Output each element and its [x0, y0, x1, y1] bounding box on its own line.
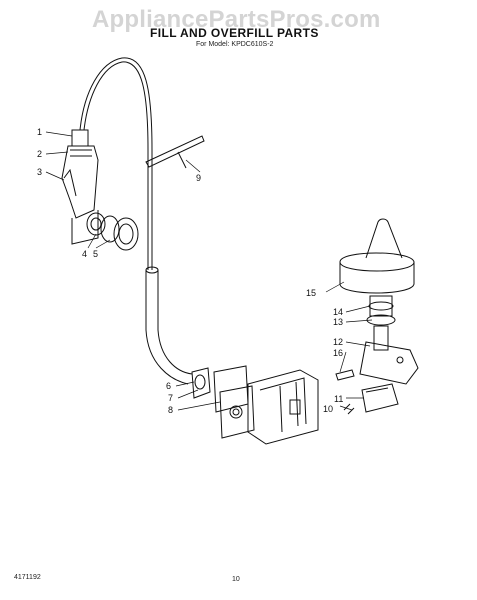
- overfill-tube-inner: [83, 61, 149, 270]
- callout-6: 6: [166, 381, 171, 391]
- overfill-switch: [343, 383, 399, 415]
- fill-hose: [145, 266, 193, 385]
- callout-labels: 1 2 3 4 5 6 7 8 9 10 11 12 13 14 15 16: [37, 127, 343, 415]
- callout-1: 1: [37, 127, 42, 137]
- fill-valve-assembly: [191, 365, 319, 445]
- watermark: AppliancePartsPros.com: [92, 6, 381, 33]
- overfill-tube: [79, 57, 153, 270]
- callout-9: 9: [196, 173, 201, 183]
- callout-16: 16: [333, 348, 343, 358]
- callout-2: 2: [37, 149, 42, 159]
- callout-10: 10: [323, 404, 333, 414]
- float-stem-nut: [366, 295, 396, 351]
- callout-8: 8: [168, 405, 173, 415]
- callout-3: 3: [37, 167, 42, 177]
- vent-fill-funnel: [61, 129, 99, 245]
- callout-11: 11: [334, 394, 343, 404]
- callout-5: 5: [93, 249, 98, 259]
- model-subtitle: For Model: KPDC610S-2: [196, 41, 274, 48]
- gasket-and-nut: [86, 212, 139, 251]
- callout-12: 12: [333, 337, 343, 347]
- callout-4: 4: [82, 249, 87, 259]
- callout-14: 14: [333, 307, 343, 317]
- document-number: 4171192: [14, 574, 41, 581]
- float-switch-bracket: [335, 341, 419, 385]
- page-number: 10: [232, 576, 240, 583]
- tie-strap: [145, 135, 205, 169]
- diagram-title: FILL AND OVERFILL PARTS: [150, 26, 319, 40]
- callout-15: 15: [306, 288, 316, 298]
- callout-7: 7: [168, 393, 173, 403]
- float-cap: [339, 218, 415, 294]
- callout-13: 13: [333, 317, 343, 327]
